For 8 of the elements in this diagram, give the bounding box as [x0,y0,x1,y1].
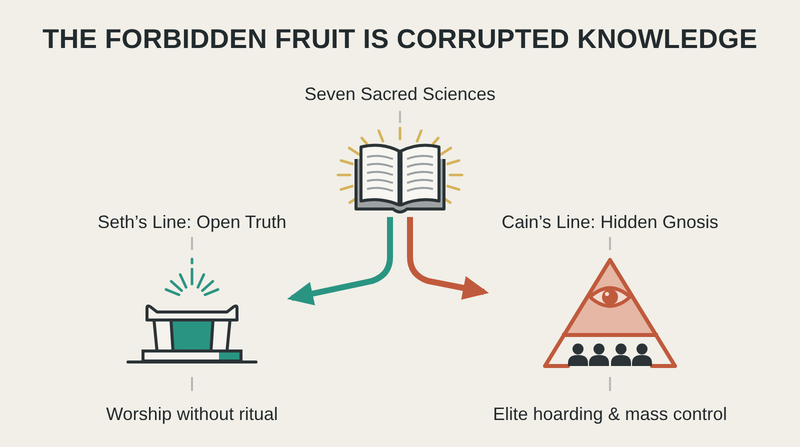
node-heading: Cain’s Line: Hidden Gnosis [502,212,718,233]
node-caption: Worship without ritual [106,404,278,425]
node-caption: Elite hoarding & mass control [492,404,728,425]
diagram-title: THE FORBIDDEN FRUIT IS CORRUPTED KNOWLEDGE [42,23,758,56]
node-heading: Seven Sacred Sciences [304,84,496,105]
arrow [407,217,489,300]
arrow [287,217,393,306]
node-heading: Seth’s Line: Open Truth [98,212,286,233]
